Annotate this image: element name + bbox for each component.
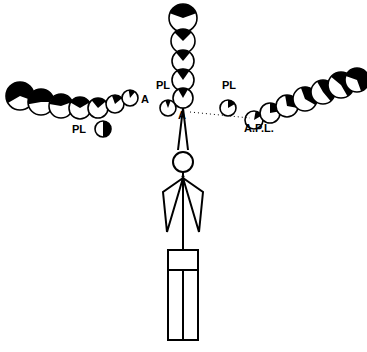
label: PL	[222, 80, 236, 91]
disc-sector	[103, 121, 111, 137]
disc-sector	[177, 69, 190, 80]
disc-sector	[70, 97, 89, 108]
dotted-path	[190, 112, 250, 118]
disc	[169, 4, 197, 32]
disc	[88, 98, 108, 118]
disc-sector	[129, 90, 136, 98]
disc	[160, 100, 176, 116]
disc-sector	[170, 4, 196, 18]
label: A	[178, 110, 186, 121]
disc-sector	[346, 68, 367, 91]
disc-sequences	[6, 4, 367, 137]
label: PL	[156, 80, 170, 91]
disc-sector	[49, 94, 72, 106]
disc	[95, 121, 111, 137]
disc-sector	[178, 88, 188, 98]
disc-sector	[175, 29, 192, 41]
disc	[220, 100, 236, 116]
label: A	[141, 94, 149, 105]
disc-sector	[176, 50, 190, 61]
observer-figure	[163, 108, 203, 340]
label: PL	[72, 124, 86, 135]
disc-sector	[228, 100, 235, 108]
disc-sector	[92, 98, 106, 108]
disc-sector	[112, 95, 122, 104]
disc	[345, 68, 367, 92]
label: A.P.L.	[244, 123, 274, 134]
disc	[122, 90, 138, 106]
disc-sector	[165, 100, 170, 108]
